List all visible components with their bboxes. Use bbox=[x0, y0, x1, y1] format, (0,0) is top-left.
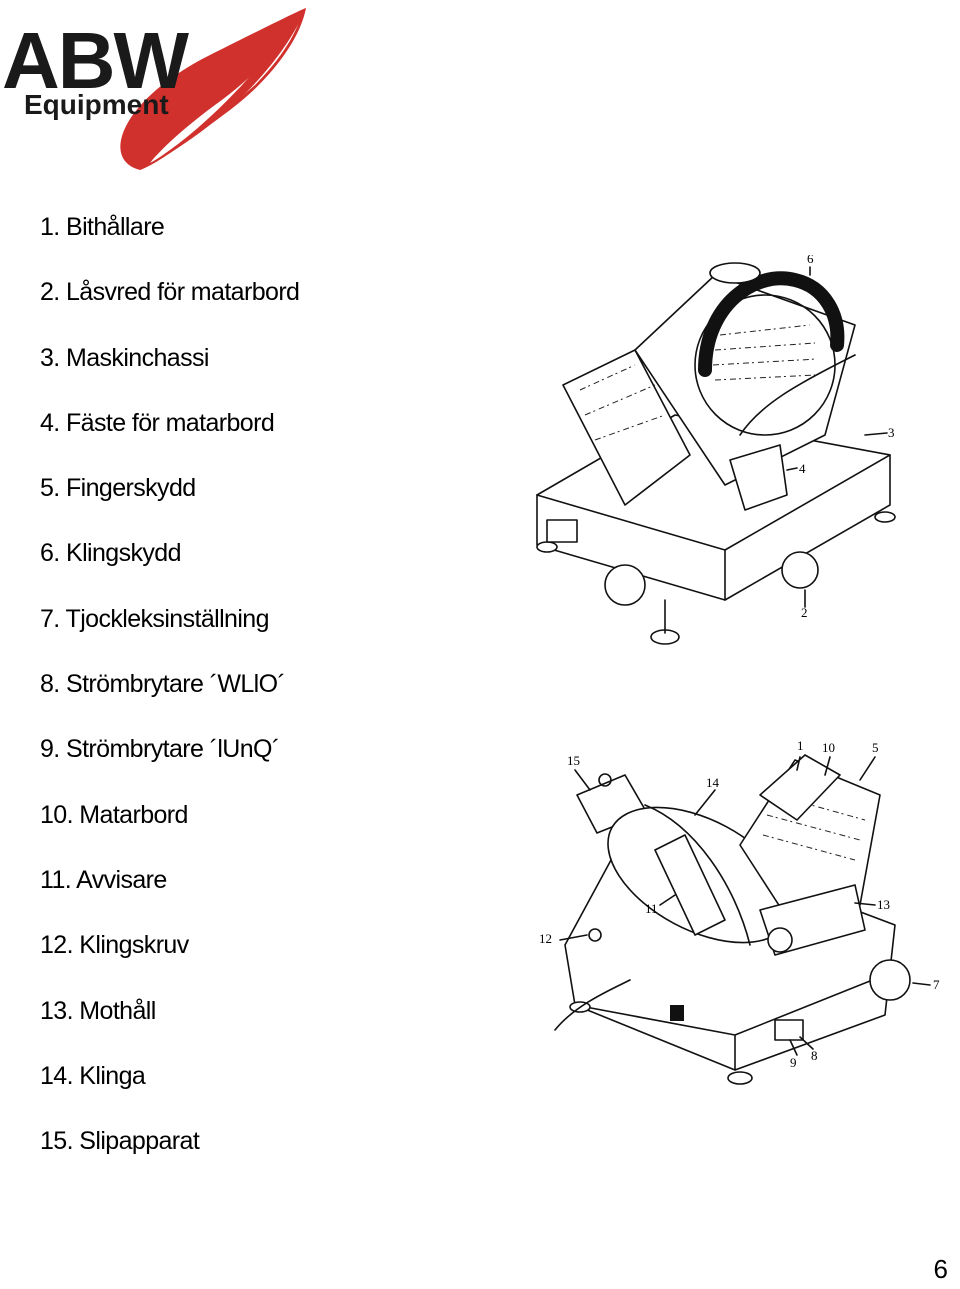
abw-equipment-logo: ABW Equipment bbox=[0, 0, 320, 180]
foot bbox=[536, 541, 558, 553]
callout-6: 6 bbox=[807, 255, 814, 266]
logo-subtitle-text: Equipment bbox=[24, 89, 169, 120]
callout-14: 14 bbox=[706, 775, 720, 790]
feed-table bbox=[562, 349, 691, 506]
part-item: 10. Matarbord bbox=[40, 800, 188, 829]
blade-guard bbox=[698, 271, 845, 377]
callout-3: 3 bbox=[888, 425, 895, 440]
callout-12: 12 bbox=[539, 931, 552, 946]
part-item: 14. Klinga bbox=[40, 1061, 146, 1090]
switch-panel bbox=[774, 1019, 804, 1041]
part-item: 13. Mothåll bbox=[40, 996, 156, 1025]
part-item: 9. Strömbrytare ´lUnQ´ bbox=[40, 735, 280, 764]
part-item: 12. Klingskruv bbox=[40, 931, 189, 960]
slicer-figure-bottom: 15 14 1 10 5 11 13 12 7 9 8 bbox=[535, 735, 955, 1095]
part-item: 6. Klingskydd bbox=[40, 539, 182, 568]
logo-brand-text: ABW bbox=[2, 16, 190, 105]
callout-10: 10 bbox=[822, 740, 835, 755]
part-item: 7. Tjockleksinställning bbox=[40, 604, 270, 633]
blade-screw bbox=[588, 928, 602, 942]
page-number: 6 bbox=[933, 1254, 948, 1284]
logo-swoosh bbox=[120, 8, 306, 170]
part-item: 11. Avvisare bbox=[40, 865, 167, 894]
callout-9: 9 bbox=[790, 1055, 797, 1070]
foot bbox=[727, 1071, 753, 1085]
callout-5: 5 bbox=[872, 740, 879, 755]
label-plate bbox=[670, 1005, 684, 1021]
callout-13: 13 bbox=[877, 897, 890, 912]
deflector bbox=[654, 834, 726, 936]
callout-7: 7 bbox=[933, 977, 940, 992]
lock-knob bbox=[781, 551, 819, 589]
part-item: 15. Slipapparat bbox=[40, 1127, 200, 1156]
callout-11: 11 bbox=[645, 901, 658, 916]
thickness-knob bbox=[869, 959, 911, 1001]
callout-4: 4 bbox=[799, 461, 806, 476]
part-item: 4. Fäste för matarbord bbox=[40, 408, 275, 437]
slicer-figure-top: 6 3 4 2 bbox=[525, 255, 905, 655]
switch-panel bbox=[546, 519, 578, 543]
finger-guard bbox=[759, 754, 841, 821]
foot bbox=[874, 511, 896, 523]
table-mount bbox=[729, 444, 788, 511]
callout-15: 15 bbox=[567, 753, 580, 768]
sharpener bbox=[709, 262, 761, 284]
callout-8: 8 bbox=[811, 1048, 818, 1063]
thickness-knob bbox=[604, 564, 646, 606]
part-item: 2. Låsvred för matarbord bbox=[40, 278, 300, 307]
part-item: 1. Bithållare bbox=[40, 213, 165, 241]
callout-1: 1 bbox=[797, 738, 804, 753]
parts-list: 1. Bithållare 2. Låsvred för matarbord 3… bbox=[40, 205, 300, 1184]
part-item: 8. Strömbrytare ´WLlO´ bbox=[40, 670, 286, 699]
part-item: 3. Maskinchassi bbox=[40, 343, 209, 372]
part-item: 5. Fingerskydd bbox=[40, 474, 196, 503]
callout-2: 2 bbox=[801, 605, 808, 620]
blade-housing bbox=[634, 274, 856, 486]
